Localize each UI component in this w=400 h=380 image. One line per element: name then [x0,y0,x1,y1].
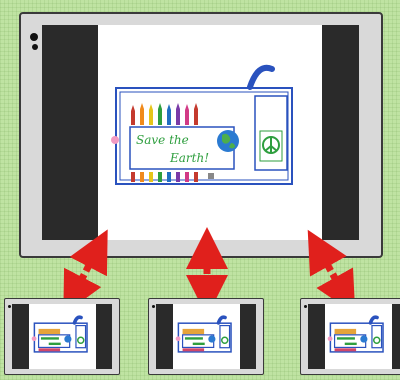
front-camera-dot [152,305,155,308]
mirrored-canvas [325,304,392,369]
earth-postcard-drawing: Save the Earth! [98,25,322,240]
student-tablet-2 [148,298,264,375]
earth-postcard-thumbnail [29,304,96,369]
front-sensor-dot [32,44,38,50]
student-tablet-2-screen [156,304,256,369]
slogan-line-2: Earth! [169,151,209,165]
student-tablet-3 [300,298,400,375]
earth-postcard-thumbnail [325,304,392,369]
main-tablet: Save the Earth! [19,12,383,258]
front-camera-dot [8,305,11,308]
front-camera-dot [304,305,307,308]
student-tablet-3-screen [308,304,400,369]
earth-postcard-thumbnail [173,304,240,369]
student-tablet-1 [4,298,120,375]
slogan-line-1: Save the [136,133,189,147]
crayons-top [131,103,198,125]
main-tablet-screen: Save the Earth! [42,25,359,240]
front-camera-dot [30,33,38,41]
mirrored-canvas [29,304,96,369]
mirrored-canvas [173,304,240,369]
drawing-canvas[interactable]: Save the Earth! [98,25,322,240]
student-tablet-1-screen [12,304,112,369]
